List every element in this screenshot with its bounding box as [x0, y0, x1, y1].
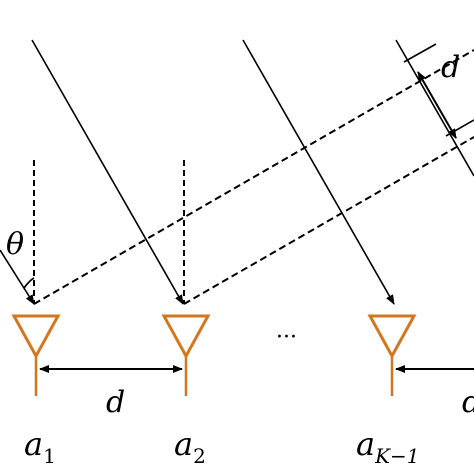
antenna-2-label-name: a — [174, 425, 193, 463]
angle-label: θ — [6, 227, 24, 262]
wavefront-lines — [33, 49, 474, 305]
incident-ray-1 — [0, 249, 35, 305]
wavefront-line-2 — [183, 136, 474, 305]
incident-rays — [0, 39, 474, 305]
antenna-2-label: a2 — [174, 425, 206, 468]
antenna-k-minus-1-label-name: a — [356, 425, 375, 463]
incident-ray-3 — [242, 39, 395, 305]
incident-ray-2 — [31, 39, 184, 305]
antenna-k-minus-1 — [367, 314, 417, 396]
path-difference-arrow — [417, 71, 457, 139]
antenna-k-minus-1-icon — [367, 314, 417, 360]
ellipsis: ··· — [276, 325, 297, 350]
antenna-k-minus-1-label-sub: K−1 — [374, 444, 419, 468]
wavefront-tick-1 — [403, 43, 437, 63]
antenna-2 — [161, 314, 211, 396]
antenna-2-label-sub: 2 — [193, 444, 206, 468]
antenna-1-label-sub: 1 — [43, 444, 56, 468]
angle-arc — [23, 277, 35, 289]
antenna-1-label: a1 — [24, 425, 56, 468]
normal-lines — [33, 160, 185, 304]
element-spacing-label-right: d — [462, 385, 474, 420]
path-difference-label: d — [441, 50, 460, 85]
element-spacing-label: d — [106, 385, 125, 420]
antenna-1-icon — [11, 314, 61, 360]
antenna-1 — [11, 314, 61, 396]
antenna-2-icon — [161, 314, 211, 360]
wavefront-ticks — [403, 43, 474, 137]
antenna-1-label-name: a — [24, 425, 43, 463]
wavefront-line-1 — [33, 49, 474, 305]
antenna-k-minus-1-label: aK−1 — [356, 425, 420, 468]
